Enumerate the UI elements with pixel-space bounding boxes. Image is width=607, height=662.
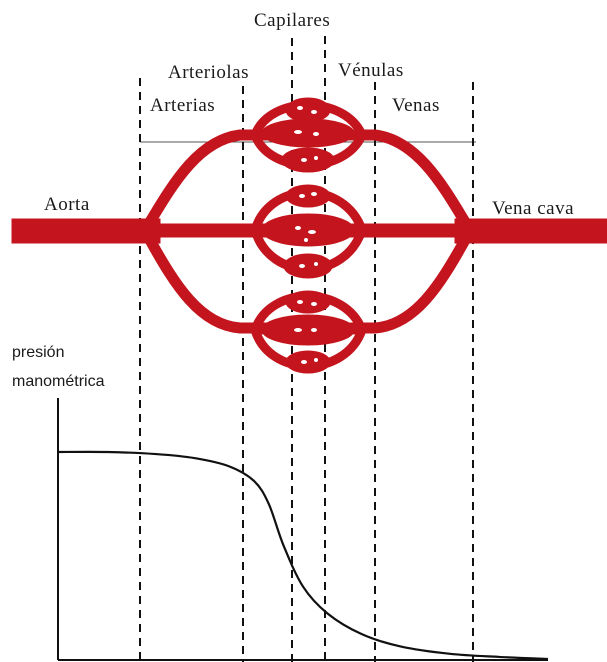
capillary-loop bbox=[261, 118, 355, 148]
venule-connector bbox=[349, 323, 381, 335]
capillary-bed-middle bbox=[250, 184, 367, 279]
blood-cell bbox=[311, 110, 317, 114]
capillary-loop bbox=[261, 213, 355, 247]
capillary-bed-lower bbox=[250, 290, 367, 374]
blood-cell bbox=[295, 226, 301, 230]
blood-cell bbox=[299, 194, 305, 198]
blood-cell bbox=[311, 328, 317, 332]
aorta-vessel bbox=[11, 218, 161, 244]
upper-vein-branch bbox=[339, 129, 471, 228]
y-axis-label-line1: presión bbox=[12, 344, 64, 361]
lower-artery-branch bbox=[144, 234, 276, 334]
blood-cell bbox=[297, 106, 303, 110]
blood-cell bbox=[297, 300, 303, 304]
y-axis-label-line2: manométrica bbox=[12, 373, 105, 390]
capillary-loop bbox=[261, 314, 355, 346]
label-arteriolas: Arteriolas bbox=[168, 62, 249, 83]
blood-cell bbox=[314, 262, 318, 266]
label-venulas: Vénulas bbox=[338, 60, 404, 81]
label-venas: Venas bbox=[392, 95, 440, 116]
upper-artery-branch bbox=[144, 129, 276, 228]
blood-cell bbox=[294, 328, 302, 332]
blood-cell bbox=[304, 238, 308, 242]
vena-cava-vessel bbox=[454, 218, 607, 244]
pressure-curve bbox=[57, 450, 549, 661]
arteriole-connector bbox=[235, 323, 267, 335]
blood-cell bbox=[301, 360, 307, 364]
blood-cell bbox=[299, 264, 305, 268]
lower-vein-branch bbox=[339, 234, 471, 334]
label-capilares: Capilares bbox=[254, 10, 330, 31]
label-vena-cava: Vena cava bbox=[492, 198, 574, 219]
capillary-cells bbox=[294, 106, 319, 364]
blood-cell bbox=[301, 158, 307, 162]
blood-cell bbox=[314, 358, 318, 362]
blood-cell bbox=[313, 132, 319, 136]
blood-cell bbox=[314, 156, 318, 160]
label-aorta: Aorta bbox=[44, 194, 90, 215]
capillary-arc bbox=[250, 188, 367, 274]
blood-cell bbox=[308, 230, 316, 234]
blood-cell bbox=[311, 192, 317, 196]
vessel-network bbox=[11, 97, 607, 374]
blood-cell bbox=[294, 130, 302, 134]
label-arterias: Arterias bbox=[150, 95, 215, 116]
pressure-graph bbox=[57, 398, 549, 661]
blood-cell bbox=[311, 302, 317, 306]
capillary-bed-upper bbox=[250, 97, 367, 173]
